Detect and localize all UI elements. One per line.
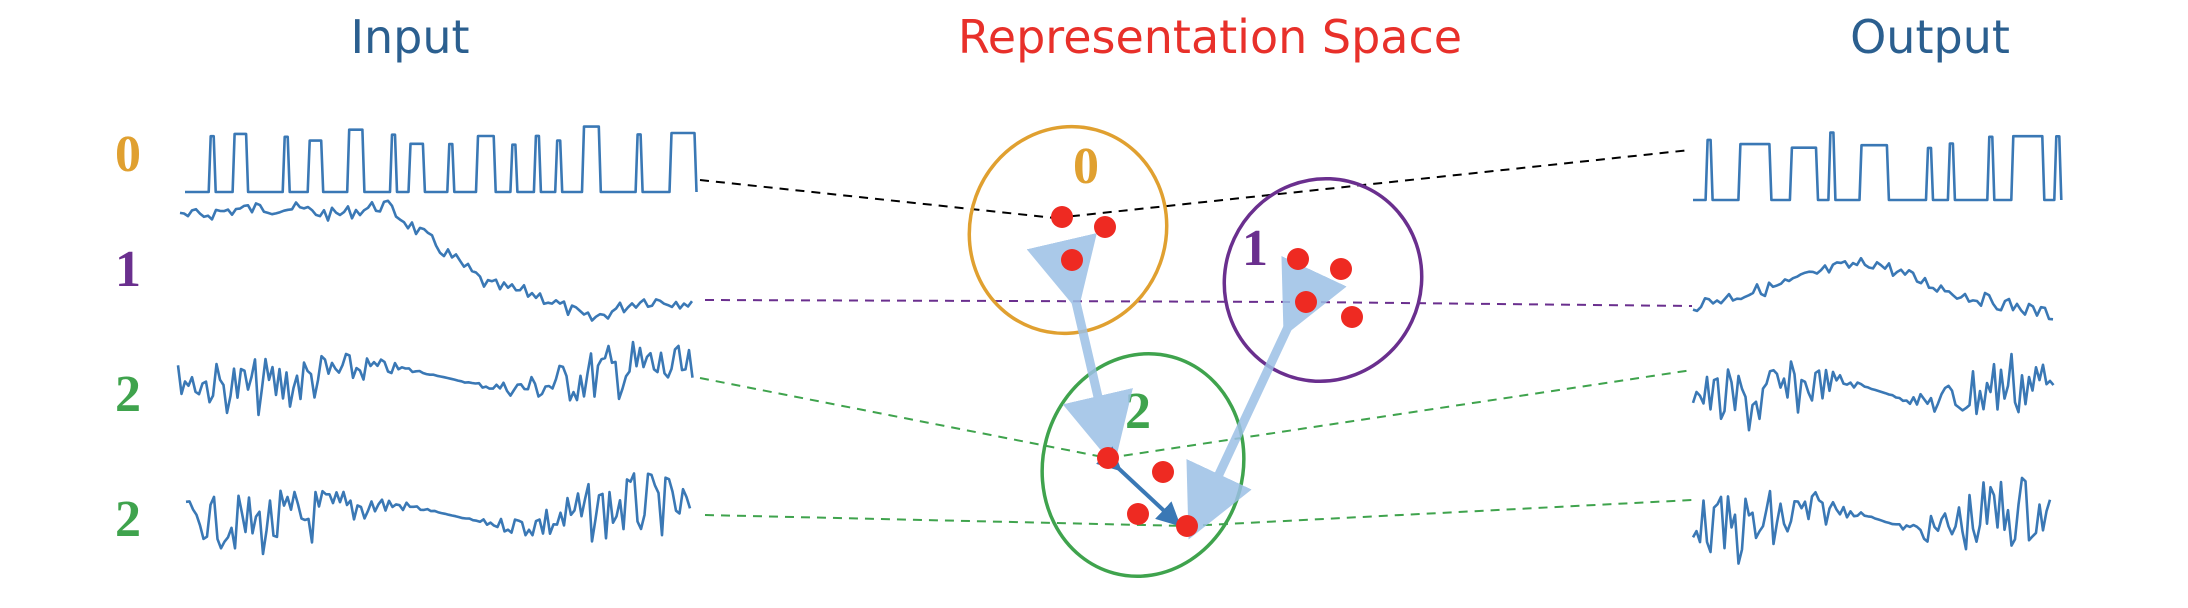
connector-1-in bbox=[704, 299, 1306, 303]
output-signal-1 bbox=[1692, 256, 2054, 321]
representation-space-title: Representation Space bbox=[957, 10, 1463, 64]
cluster-ellipse-2 bbox=[1040, 352, 1246, 578]
connector-0-in bbox=[699, 179, 1056, 219]
output-signal-2b bbox=[1691, 476, 2052, 565]
row-label-2a: 2 bbox=[115, 366, 141, 423]
input-signal-1 bbox=[179, 199, 694, 322]
point-1b bbox=[1330, 258, 1352, 280]
output-signal-0 bbox=[1693, 131, 2063, 202]
similarity-link-0-2 bbox=[1026, 233, 1133, 467]
similarity-link-1-2 bbox=[1186, 255, 1347, 540]
connector-2a-out bbox=[1107, 369, 1693, 459]
point-2a bbox=[1097, 447, 1119, 469]
input-signal-2b bbox=[185, 472, 692, 556]
point-1d bbox=[1341, 306, 1363, 328]
cluster-label-0: 0 bbox=[1073, 138, 1099, 195]
similarity-link-2-2 bbox=[1096, 446, 1181, 527]
output-signal-2a bbox=[1691, 352, 2055, 432]
cluster-ellipse-0 bbox=[967, 124, 1169, 336]
point-2d bbox=[1176, 515, 1198, 537]
cluster-label-1: 1 bbox=[1242, 220, 1268, 277]
connector-1-out bbox=[1304, 301, 1693, 307]
input-signal-2a bbox=[176, 340, 694, 417]
row-label-0: 0 bbox=[115, 126, 141, 183]
point-0c bbox=[1061, 249, 1083, 271]
connector-2b-out bbox=[1186, 499, 1693, 527]
row-label-1: 1 bbox=[115, 241, 141, 298]
input-signal-0 bbox=[185, 125, 698, 194]
cluster-label-2: 2 bbox=[1125, 383, 1151, 440]
point-2c bbox=[1127, 503, 1149, 525]
cluster-ellipse-1 bbox=[1222, 176, 1424, 384]
point-1c bbox=[1295, 291, 1317, 313]
point-2b bbox=[1152, 461, 1174, 483]
row-label-2b: 2 bbox=[115, 491, 141, 548]
output-title: Output bbox=[1850, 10, 2010, 64]
point-0b bbox=[1094, 216, 1116, 238]
point-1a bbox=[1287, 248, 1309, 270]
connector-0-out bbox=[1054, 149, 1691, 219]
point-0a bbox=[1051, 206, 1073, 228]
connector-2b-in bbox=[704, 514, 1188, 527]
input-title: Input bbox=[350, 10, 470, 64]
connector-2a-in bbox=[699, 377, 1109, 459]
